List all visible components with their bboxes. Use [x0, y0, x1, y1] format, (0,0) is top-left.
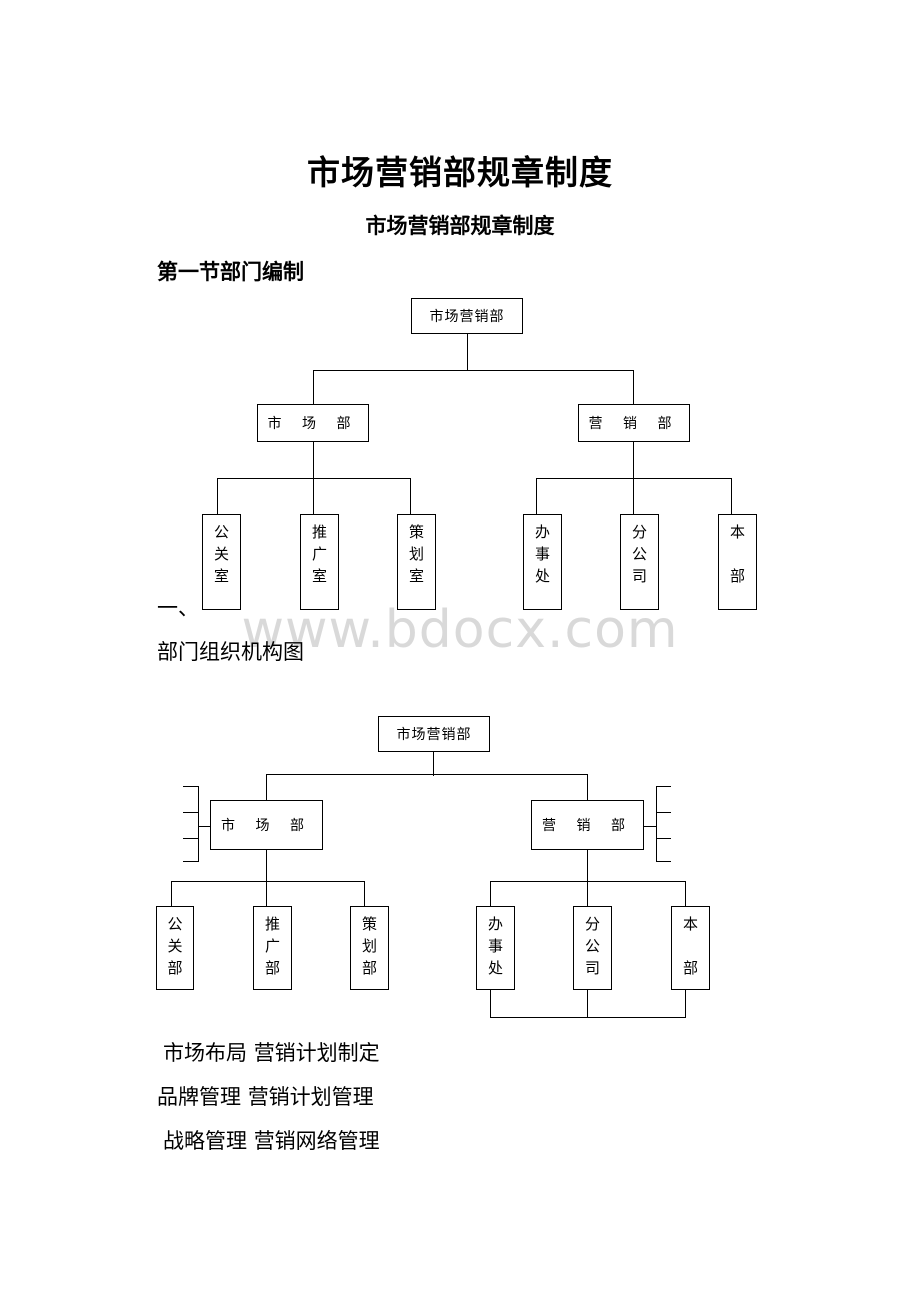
chart2-unit-box: 公 关 部	[156, 906, 194, 990]
connector	[490, 990, 491, 1018]
connector	[536, 478, 537, 514]
connector	[587, 881, 588, 906]
duty-line: 市场布局 营销计划制定	[163, 1037, 380, 1067]
connector	[183, 786, 198, 787]
connector	[364, 881, 365, 906]
duty-left: 战略管理	[163, 1129, 247, 1153]
chart2-right-dept-box: 营 销 部	[531, 800, 644, 850]
connector	[313, 442, 314, 478]
duty-right: 营销计划管理	[247, 1085, 374, 1109]
connector	[587, 990, 588, 1018]
chart1-right-dept-box: 营 销 部	[578, 404, 690, 442]
connector	[410, 478, 411, 514]
connector	[313, 478, 314, 514]
chart1-left-dept-box: 市 场 部	[257, 404, 369, 442]
chart2-unit-box: 本 部	[671, 906, 710, 990]
document-subtitle: 市场营销部规章制度	[365, 213, 555, 238]
connector	[266, 881, 267, 906]
connector	[183, 861, 198, 862]
chart2-left-dept-box: 市 场 部	[210, 800, 323, 850]
chart1-unit-box: 分 公 司	[620, 514, 659, 610]
connector	[587, 850, 588, 882]
chart1-unit-box: 公 关 室	[202, 514, 241, 610]
duty-line: 战略管理 营销网络管理	[163, 1125, 380, 1155]
connector	[313, 370, 634, 371]
connector	[587, 774, 588, 800]
connector	[217, 478, 218, 514]
duty-right: 营销网络管理	[253, 1129, 380, 1153]
chart2-unit-box: 推 广 部	[253, 906, 292, 990]
connector	[633, 478, 634, 514]
connector	[656, 812, 671, 813]
connector	[183, 812, 198, 813]
connector	[656, 861, 671, 862]
document-title: 市场营销部规章制度	[307, 153, 613, 192]
connector	[171, 881, 365, 882]
duty-left: 市场布局	[163, 1041, 247, 1065]
chart1-unit-box: 本 部	[718, 514, 757, 610]
chart1-unit-box: 策 划 室	[397, 514, 436, 610]
watermark: www.bdocx.com	[241, 600, 679, 660]
list-marker: 一、	[157, 596, 199, 620]
duty-line: 品牌管理 营销计划管理	[157, 1081, 374, 1111]
chart1-unit-box: 办 事 处	[523, 514, 562, 610]
duty-right: 营销计划制定	[253, 1041, 380, 1065]
connector	[198, 826, 210, 827]
connector	[644, 826, 656, 827]
connector	[467, 334, 468, 370]
connector	[731, 478, 732, 514]
duty-left: 品牌管理	[157, 1085, 241, 1109]
chart2-unit-box: 策 划 部	[350, 906, 389, 990]
connector	[685, 881, 686, 906]
chart-caption: 部门组织机构图	[157, 640, 304, 664]
connector	[490, 1017, 686, 1018]
connector	[266, 850, 267, 882]
chart1-root-box: 市场营销部	[411, 298, 523, 334]
connector	[656, 786, 671, 787]
section-heading: 第一节部门编制	[157, 259, 304, 284]
connector	[490, 881, 491, 906]
connector	[266, 774, 588, 775]
connector	[266, 774, 267, 800]
chart2-root-box: 市场营销部	[378, 716, 490, 752]
connector	[171, 881, 172, 906]
connector	[633, 442, 634, 478]
chart2-unit-box: 办 事 处	[476, 906, 515, 990]
connector	[183, 838, 198, 839]
connector	[433, 752, 434, 776]
connector	[656, 786, 657, 862]
connector	[685, 990, 686, 1018]
chart2-unit-box: 分 公 司	[573, 906, 612, 990]
connector	[633, 370, 634, 404]
connector	[313, 370, 314, 404]
connector	[198, 786, 199, 862]
connector	[656, 838, 671, 839]
chart1-unit-box: 推 广 室	[300, 514, 339, 610]
